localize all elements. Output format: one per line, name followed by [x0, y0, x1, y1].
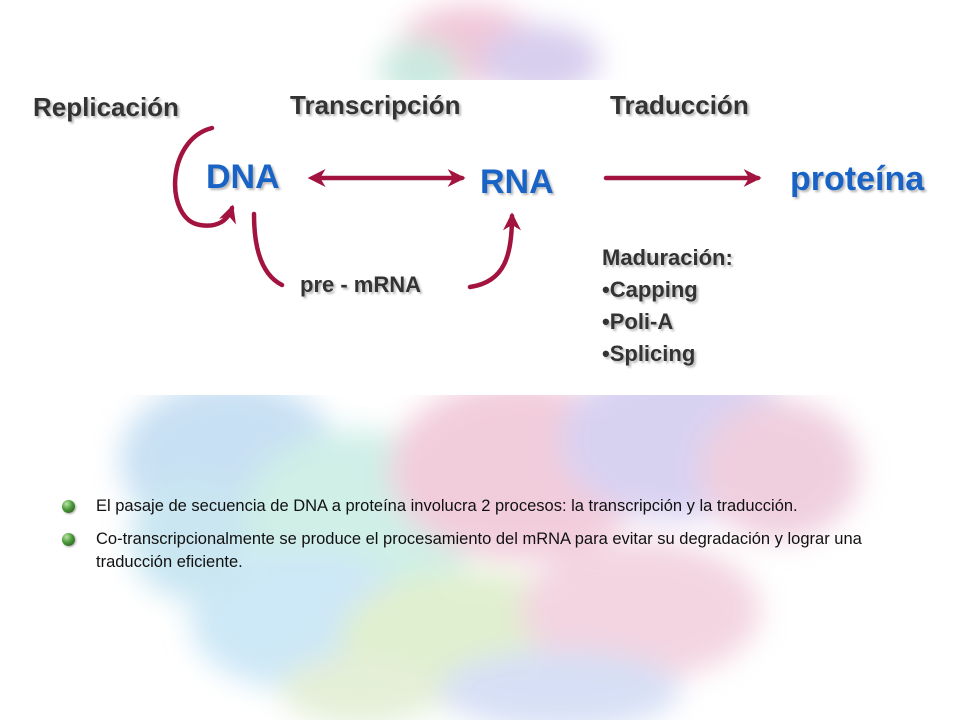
rna-label: RNA — [480, 163, 554, 201]
bullet-list: El pasaje de secuencia de DNA a proteína… — [62, 495, 922, 584]
green-bullet-icon — [62, 500, 75, 513]
diagram-panel — [0, 80, 960, 395]
bullet-item: Co-transcripcionalmente se produce el pr… — [62, 528, 922, 574]
bullet-item: El pasaje de secuencia de DNA a proteína… — [62, 495, 922, 518]
maduracion-item-poli-a: •Poli-A — [602, 309, 674, 334]
dna-to-premrna-arrow — [251, 211, 285, 288]
proteina-label: proteína — [790, 160, 925, 198]
maduracion-item-splicing: •Splicing — [602, 341, 696, 366]
bullet-text: Co-transcripcionalmente se produce el pr… — [96, 530, 862, 571]
traduccion-label: Traducción — [610, 90, 749, 120]
replicacion-label: Replicación — [33, 92, 179, 122]
maduracion-title: Maduración: — [602, 245, 733, 270]
maduracion-item-capping: •Capping — [602, 277, 698, 302]
dna-label: DNA — [206, 158, 280, 196]
replication-loop-arrow — [172, 125, 236, 228]
green-bullet-icon — [62, 533, 75, 546]
pre-mrna-label: pre - mRNA — [300, 272, 422, 297]
transcripcion-label: Transcripción — [290, 90, 461, 120]
premrna-to-rna-arrow — [467, 212, 521, 290]
bullet-text: El pasaje de secuencia de DNA a proteína… — [96, 497, 798, 515]
